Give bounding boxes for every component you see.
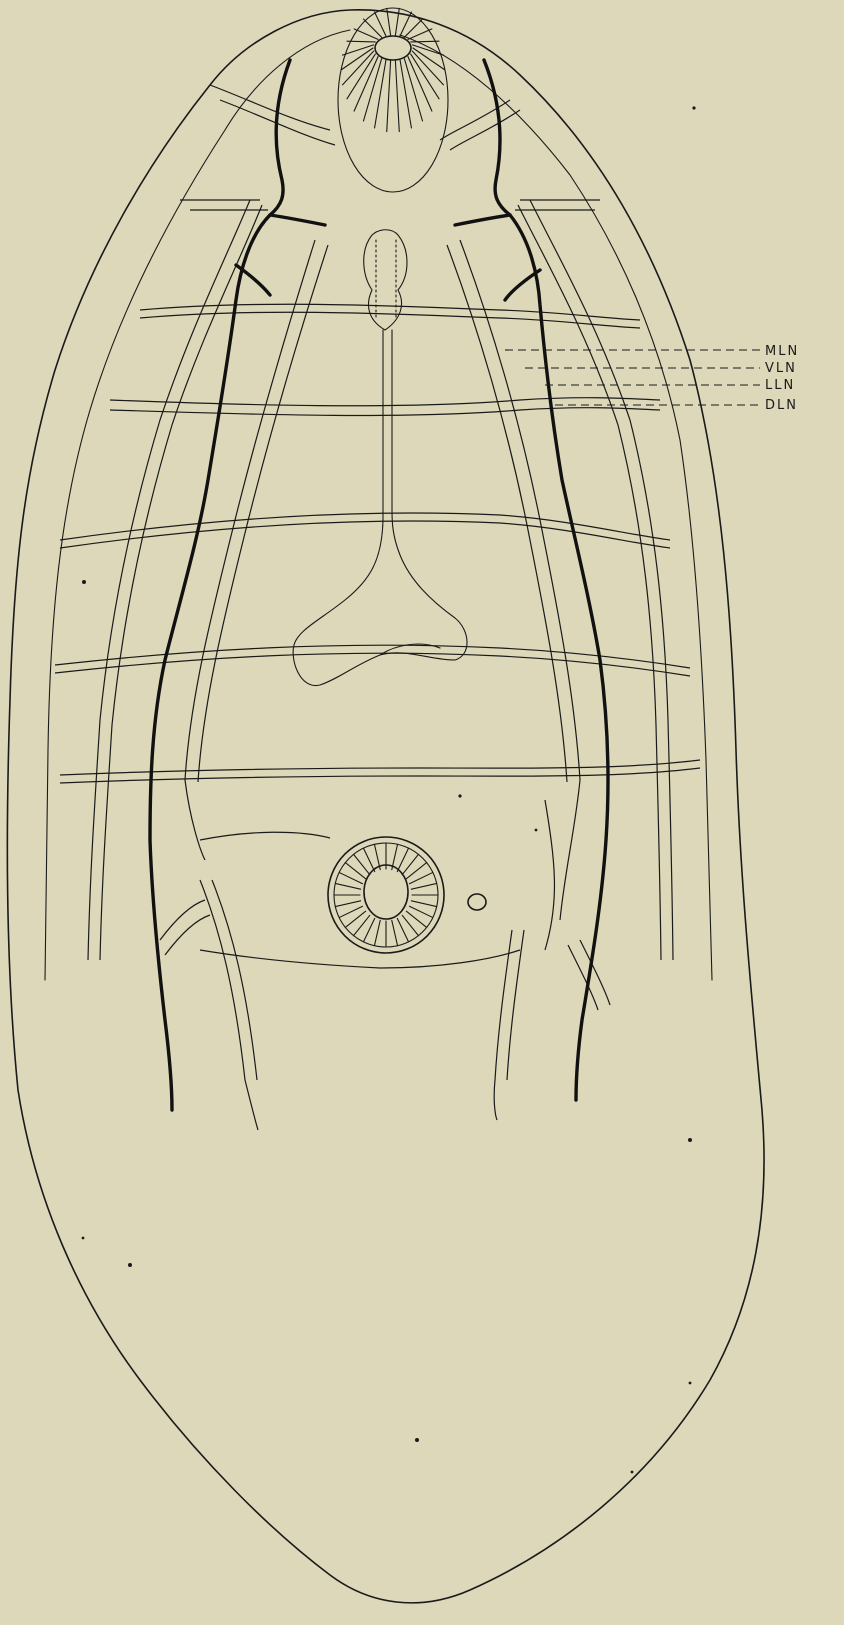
label-vln: VLN [765,361,797,376]
sucker-striation [411,883,436,889]
specks [82,106,696,1473]
ventral-sucker [328,837,444,953]
sucker-striation [335,901,360,907]
sucker-striation [374,844,380,869]
label-lln: LLN [765,378,795,393]
sucker-striation [343,51,374,85]
label-leaders [505,350,760,405]
sucker-striation [411,901,436,907]
sucker-striation [374,920,380,945]
body-outline [7,10,764,1603]
sucker-striation [392,844,398,869]
marginal-line-right [400,35,712,980]
marginal-line [45,30,350,980]
sucker-striation [347,41,375,42]
sucker-striation [395,61,399,132]
sucker-striation [375,60,386,128]
sucker-striation [392,920,398,945]
pharynx [364,230,407,330]
sucker-striation [411,41,439,42]
nerve-network [55,85,700,1130]
sucker-striation [412,51,443,85]
oral-sucker [338,8,448,192]
sucker-striation [335,883,360,889]
label-dln: DLN [765,398,798,413]
sucker-striation [347,54,375,99]
sucker-striation [387,61,391,132]
small-pore [468,894,486,910]
sucker-striation [411,54,439,99]
label-mln: MLN [765,344,799,359]
esophagus-and-gut [293,330,467,686]
sucker-striation [400,60,411,128]
